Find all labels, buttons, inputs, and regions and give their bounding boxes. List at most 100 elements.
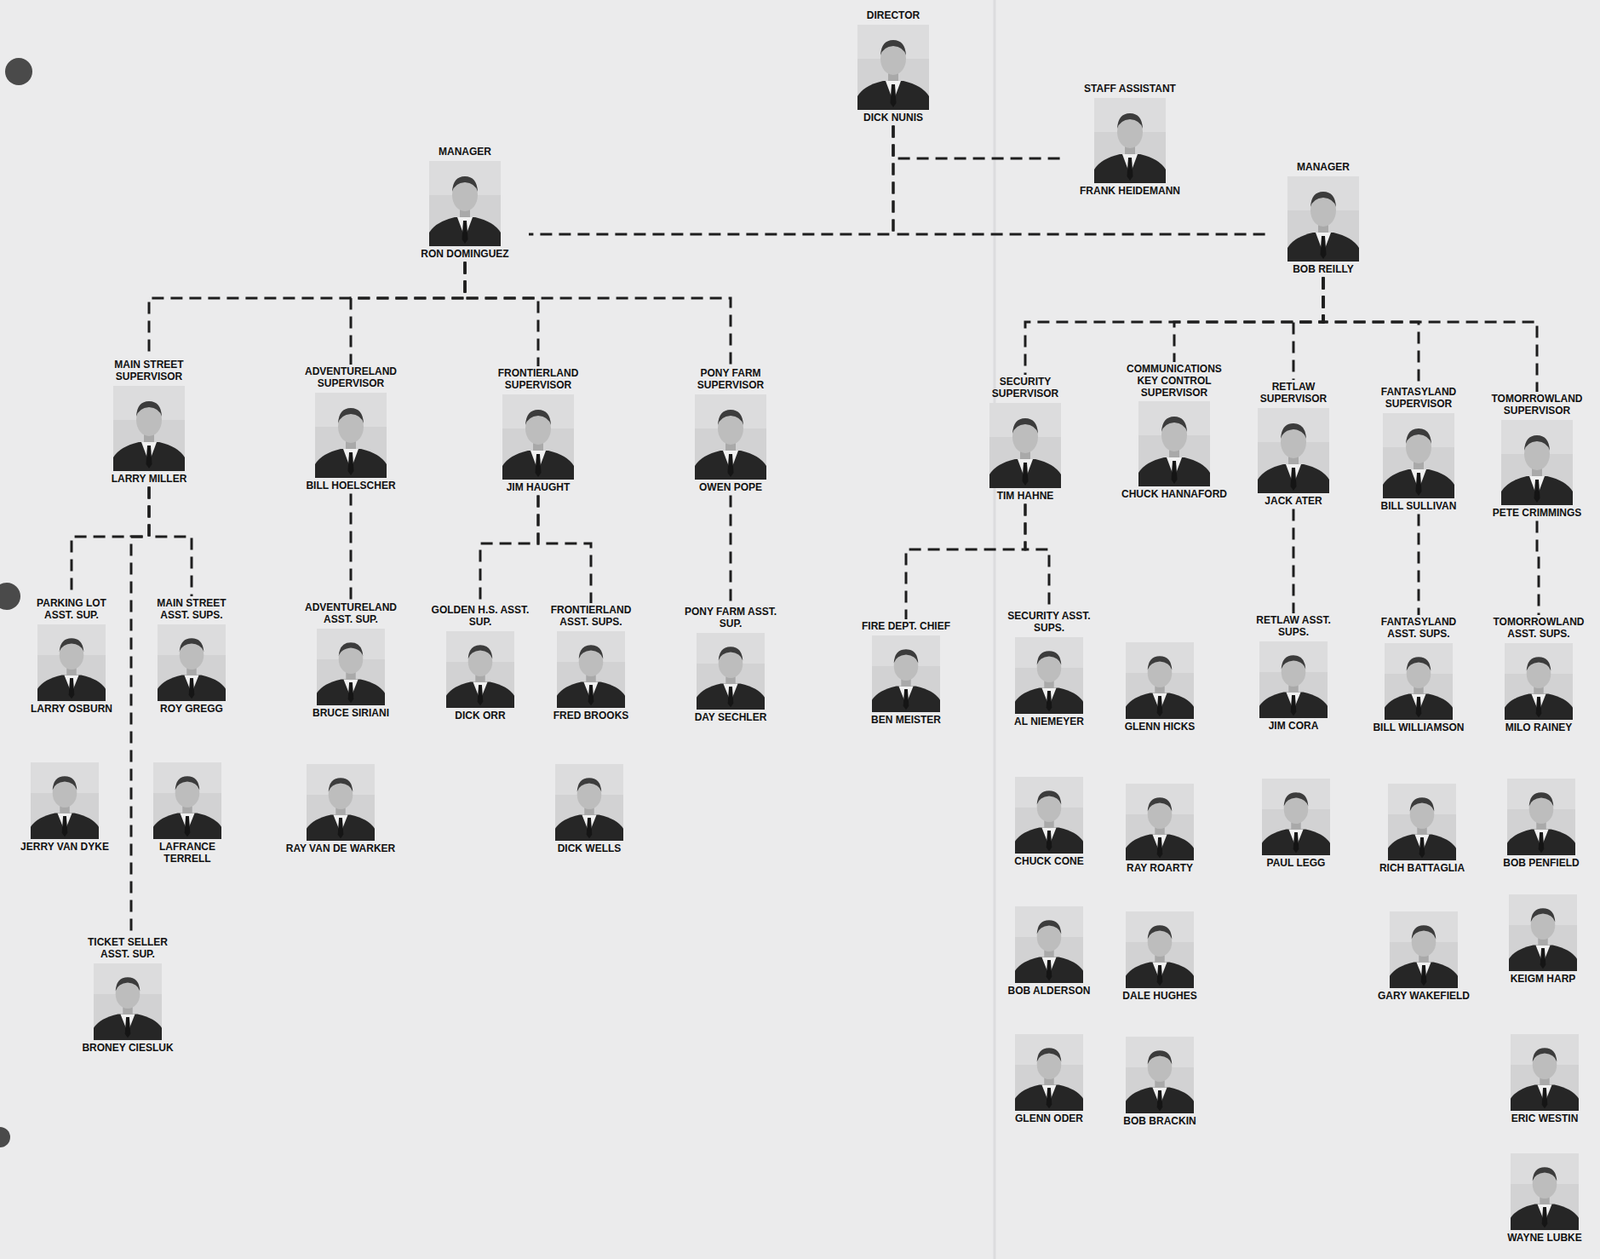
portrait-photo (1287, 176, 1360, 262)
portrait-photo (306, 763, 375, 841)
dashed-connector (350, 262, 465, 365)
dashed-connector (71, 486, 150, 597)
dashed-connector (906, 503, 1026, 620)
portrait-photo (1387, 783, 1457, 861)
portrait-photo (1125, 783, 1194, 861)
person-card: PARKING LOT ASST. SUP.LARRY OSBURN (20, 596, 123, 717)
position-title: FANTASYLAND ASST. SUPS. (1366, 616, 1471, 641)
person-card: FANTASYLAND SUPERVISORBILL SULLIVAN (1367, 384, 1470, 514)
person-name: PAUL LEGG (1267, 857, 1326, 870)
portrait-photo (1384, 642, 1453, 720)
person-card: BOB BRACKIN (1108, 1034, 1211, 1130)
dashed-connector (893, 126, 1268, 235)
person-card: RETLAW SUPERVISORJACK ATER (1246, 379, 1341, 509)
page-fold (993, 0, 997, 1259)
portrait-photo (1125, 911, 1194, 988)
dashed-connector (1323, 277, 1537, 392)
person-name: FRANK HEIDEMANN (1079, 185, 1181, 198)
person-name: LARRY OSBURN (30, 703, 113, 716)
position-title: ADVENTURELAND SUPERVISOR (288, 366, 413, 390)
person-name: RAY VAN DE WARKER (286, 843, 396, 855)
portrait-photo (556, 630, 626, 708)
person-name: LARRY MILLER (111, 473, 188, 486)
portrait-photo (1257, 407, 1330, 494)
portrait-photo (30, 762, 99, 839)
person-card: DALE HUGHES (1108, 909, 1211, 1004)
portrait-photo (857, 24, 930, 110)
person-card: ADVENTURELAND SUPERVISOR BILL HOELSCHER (286, 364, 415, 494)
person-name: ERIC WESTIN (1511, 1112, 1579, 1125)
person-name: FRED BROOKS (553, 710, 630, 723)
portrait-photo (429, 160, 501, 247)
portrait-photo (113, 385, 185, 471)
person-card: RAY VAN DE WARKER (268, 762, 413, 857)
person-card: FIRE DEPT. CHIEFBEN MEISTER (854, 619, 958, 729)
binder-hole (5, 57, 33, 86)
person-name: WAYNE LUBKE (1507, 1232, 1583, 1245)
portrait-photo (157, 624, 226, 701)
person-name: TIM HAHNE (997, 490, 1055, 503)
binder-hole (0, 1126, 11, 1147)
person-name: BILL WILLIAMSON (1372, 722, 1464, 735)
dashed-connector (1293, 277, 1324, 380)
position-title: MAIN STREET ASST. SUPS. (146, 597, 237, 622)
person-name: JACK ATER (1264, 495, 1322, 508)
portrait-photo (315, 392, 387, 478)
person-card: JERRY VAN DYKE (13, 760, 116, 855)
portrait-photo (153, 762, 222, 839)
person-name: JIM HAUGHT (506, 481, 571, 494)
person-name: CHUCK HANNAFORD (1121, 488, 1228, 501)
position-title: TICKET SELLER ASST. SUP. (74, 936, 182, 961)
portrait-photo (1508, 894, 1578, 971)
person-card: STAFF ASSISTANTFRANK HEIDEMANN (1066, 81, 1194, 200)
dashed-connector (464, 262, 731, 367)
person-card: MANAGERRON DOMINGUEZ (401, 144, 529, 263)
person-name: GLENN HICKS (1124, 721, 1196, 734)
portrait-photo (1259, 641, 1328, 718)
dashed-connector (538, 494, 591, 603)
person-card: TOMORROWLAND ASST. SUPS.MILO RAINEY (1491, 614, 1587, 735)
person-card: FRONTIERLAND ASST. SUPS. FRED BROOKS (539, 602, 643, 723)
portrait-photo (1504, 642, 1573, 720)
position-title: TOMORROWLAND ASST. SUPS. (1492, 616, 1585, 641)
person-card: SECURITY SUPERVISOR TIM HAHNE (974, 374, 1077, 504)
person-card: TOMORROWLAND SUPERVISORPETE CRIMMINGS (1487, 391, 1587, 521)
person-name: BRUCE SIRIANI (312, 707, 390, 720)
person-card: WAYNE LUBKE (1497, 1151, 1592, 1246)
person-card: RETLAW ASST. SUPS.JIM CORA (1246, 613, 1341, 734)
person-name: BILL HOELSCHER (305, 480, 396, 493)
person-card: PONY FARM ASST. SUP.DAY SECHLER (679, 604, 782, 725)
dashed-connector (1174, 277, 1324, 362)
portrait-photo (694, 394, 767, 480)
portrait-photo (1138, 401, 1211, 487)
person-name: BOB ALDERSON (1008, 985, 1091, 998)
portrait-photo (1125, 1036, 1194, 1113)
person-name: JIM CORA (1268, 720, 1319, 733)
position-title: SECURITY ASST. SUPS. (999, 610, 1099, 635)
person-name: BOB REILLY (1292, 263, 1354, 276)
person-card: PONY FARM SUPERVISOROWEN POPE (675, 366, 786, 495)
person-name: DICK NUNIS (863, 112, 924, 125)
person-name: RON DOMINGUEZ (420, 248, 509, 261)
portrait-photo (502, 394, 574, 480)
dashed-connector (1025, 277, 1324, 375)
person-name: GARY WAKEFIELD (1377, 990, 1470, 1003)
person-card: DICK WELLS (538, 762, 641, 857)
person-card: GLENN HICKS (1108, 640, 1211, 735)
person-card: FRONTIERLAND SUPERVISORJIM HAUGHT (478, 366, 598, 495)
portrait-photo (1510, 1152, 1579, 1230)
portrait-photo (1015, 1033, 1084, 1111)
position-title: GOLDEN H.S. ASST. SUP. (430, 604, 530, 629)
person-card: SECURITY ASST. SUPS. AL NIEMEYER (997, 608, 1101, 729)
person-name: PETE CRIMMINGS (1492, 507, 1583, 520)
position-title: SECURITY SUPERVISOR (975, 376, 1075, 401)
person-name: JERRY VAN DYKE (20, 841, 109, 854)
person-card: BOB PENFIELD (1494, 776, 1589, 872)
person-name: ROY GREGG (160, 703, 224, 716)
portrait-photo (555, 763, 624, 841)
portrait-photo (37, 624, 106, 701)
position-title: FRONTIERLAND ASST. SUPS. (541, 604, 641, 629)
portrait-photo (1382, 412, 1455, 499)
person-name: AL NIEMEYER (1014, 716, 1084, 729)
